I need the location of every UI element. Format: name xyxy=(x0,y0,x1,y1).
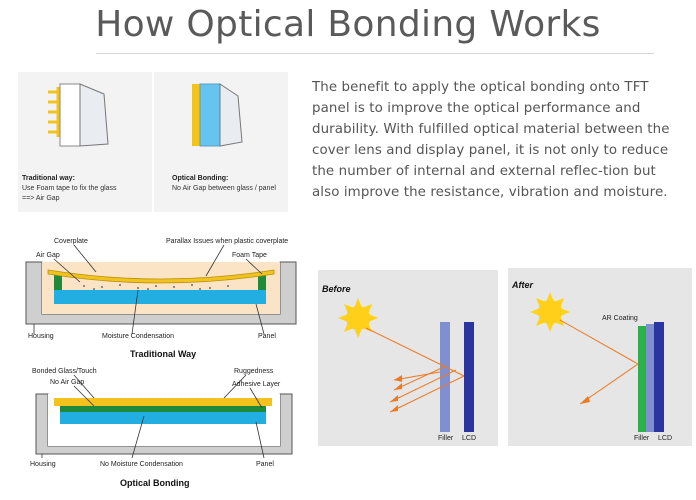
optical-bonding-thumbnail: Optical Bonding: No Air Gap between glas… xyxy=(154,72,288,212)
ar-coating-layer xyxy=(638,326,646,432)
coverplate-label: Coverplate xyxy=(54,238,88,245)
cover-glass xyxy=(219,83,243,147)
foam-tape-leader xyxy=(245,258,263,275)
optical-line1: No Air Gap between glass / panel xyxy=(172,185,276,192)
no-moisture-label: No Moisture Condensation xyxy=(100,461,183,468)
after-reflection-diagram: After AR Coating Filler LCD xyxy=(508,268,692,446)
adhesive-layer xyxy=(60,406,266,412)
optical-caption: Optical Bonding xyxy=(120,478,190,488)
panel-label: Panel xyxy=(258,333,276,340)
title-divider xyxy=(96,53,654,54)
housing-label: Housing xyxy=(28,333,54,340)
panel-leader xyxy=(255,421,265,459)
foam-tape-right xyxy=(258,272,266,290)
display-panel xyxy=(54,290,266,304)
panel-leader xyxy=(255,303,265,335)
traditional-way-thumbnail: Traditional way: Use Foam tape to fix th… xyxy=(18,72,152,212)
filler-layer xyxy=(646,324,654,432)
cover-glass xyxy=(79,83,109,147)
before-filler-label: Filler xyxy=(438,435,454,442)
traditional-heading: Traditional way: xyxy=(22,175,75,182)
description-text: The benefit to apply the optical bonding… xyxy=(312,80,670,200)
moisture-label: Moisture Condensation xyxy=(102,333,174,340)
coverplate xyxy=(47,269,275,284)
traditional-line1: Use Foam tape to fix the glass xyxy=(22,185,117,192)
optical-bonding-diagram: Bonded Glass/Touch Ruggedness No Air Gap… xyxy=(30,368,293,488)
moisture-leader xyxy=(131,289,139,335)
page-title: How Optical Bonding Works xyxy=(95,4,601,45)
parallax-label: Parallax Issues when plastic coverplate xyxy=(166,238,288,245)
after-filler-label: Filler xyxy=(634,435,650,442)
panel-frame xyxy=(59,83,81,147)
foam-tape-left xyxy=(54,272,62,290)
no-moisture-leader xyxy=(131,415,145,459)
before-lcd-label: LCD xyxy=(462,435,476,442)
housing-label: Housing xyxy=(30,461,56,468)
filler-layer xyxy=(440,322,450,432)
bonded-glass-label: Bonded Glass/Touch xyxy=(32,368,97,375)
panel-label: Panel xyxy=(256,461,274,468)
traditional-way-diagram: Coverplate Parallax Issues when plastic … xyxy=(25,238,297,359)
traditional-caption: Traditional Way xyxy=(130,349,196,359)
adhesive-layer-label: Adhesive Layer xyxy=(232,381,281,388)
light-rays xyxy=(365,327,465,413)
ray-arrowhead xyxy=(580,396,590,404)
bonded-panel xyxy=(199,83,221,147)
bonding-layer xyxy=(192,84,200,146)
sun-icon xyxy=(338,298,378,338)
air-gap-leader xyxy=(53,258,81,283)
light-rays xyxy=(559,319,639,405)
no-air-gap-label: No Air Gap xyxy=(50,379,84,386)
bonded-glass xyxy=(54,398,272,406)
housing-interior xyxy=(42,262,280,314)
optical-heading: Optical Bonding: xyxy=(172,175,228,182)
moisture-dots xyxy=(83,284,229,290)
coverplate-leader xyxy=(73,244,97,273)
ar-coating-label: AR Coating xyxy=(602,315,638,322)
display-panel xyxy=(60,412,266,424)
foam-tape-icons xyxy=(48,87,60,137)
after-lcd-label: LCD xyxy=(658,435,672,442)
after-label: After xyxy=(511,280,533,290)
adhesive-leader xyxy=(249,387,263,409)
traditional-line2: ==> Air Gap xyxy=(22,195,60,202)
sun-icon xyxy=(530,292,570,332)
ray-arrowheads xyxy=(390,375,402,412)
foam-tape-label: Foam Tape xyxy=(232,252,267,259)
ruggedness-label: Ruggedness xyxy=(234,368,274,375)
ruggedness-leader xyxy=(223,374,247,399)
no-air-gap-leader xyxy=(73,385,95,407)
parallax-leader xyxy=(205,244,225,277)
before-label: Before xyxy=(322,284,351,294)
lcd-layer xyxy=(654,322,664,432)
air-gap-label: Air Gap xyxy=(36,252,60,259)
lcd-layer xyxy=(464,322,474,432)
bonded-glass-leader xyxy=(73,374,95,399)
before-reflection-diagram: Before Filler LCD xyxy=(318,270,498,446)
after-background xyxy=(508,268,692,446)
